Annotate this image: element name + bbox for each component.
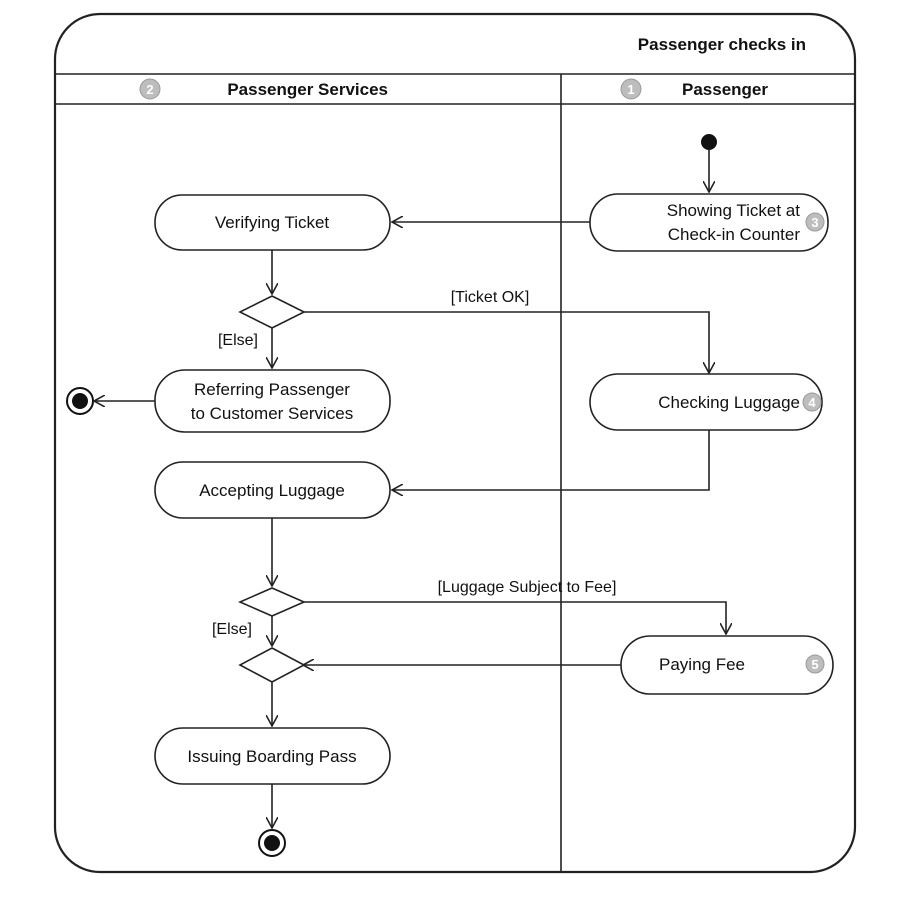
lane-badge-passenger-services-number: 2 (146, 82, 153, 97)
action-issuing-boarding-pass-label: Issuing Boarding Pass (187, 747, 356, 766)
merge-node (238, 647, 306, 683)
action-badge-paying-fee (805, 654, 825, 674)
action-checking-luggage (589, 373, 823, 431)
diagram-frame (53, 12, 857, 874)
decision-ticket-check (238, 295, 306, 329)
final-node-referral-core (72, 393, 88, 409)
guard-else-1: [Else] (218, 332, 258, 349)
guard-else-2: [Else] (212, 621, 252, 638)
action-showing-ticket-line2: Check-in Counter (668, 225, 801, 244)
initial-node (701, 134, 717, 150)
lane-badge-passenger (620, 78, 642, 100)
diagram-title: Passenger checks in (638, 35, 806, 54)
flow-luggage-fee (304, 601, 726, 634)
lane-badge-passenger-number: 1 (627, 82, 634, 97)
action-paying-fee-label: Paying Fee (659, 655, 745, 674)
action-badge-paying-fee-number: 5 (811, 657, 818, 672)
guard-ticket-ok: [Ticket OK] (451, 289, 530, 306)
action-badge-showing-ticket (805, 212, 825, 232)
action-badge-checking-luggage-number: 4 (808, 395, 816, 410)
action-accepting-luggage-label: Accepting Luggage (199, 481, 345, 500)
action-badge-showing-ticket-number: 3 (811, 215, 818, 230)
action-verifying-ticket-label: Verifying Ticket (215, 213, 330, 232)
guard-luggage-fee: [Luggage Subject to Fee] (438, 579, 617, 596)
final-node-complete-core (264, 835, 280, 851)
action-showing-ticket-line1: Showing Ticket at (667, 201, 801, 220)
action-referring-passenger-line1: Referring Passenger (194, 380, 350, 399)
lane-badge-passenger-services (139, 78, 161, 100)
lane-header-passenger: Passenger (682, 80, 768, 99)
flow-checking-to-accepting (392, 430, 710, 490)
lane-header-passenger-services: Passenger Services (227, 80, 388, 99)
action-checking-luggage-label: Checking Luggage (658, 393, 800, 412)
decision-luggage-fee (238, 587, 306, 617)
flow-ticket-ok (304, 311, 709, 373)
action-referring-passenger-line2: to Customer Services (191, 404, 354, 423)
action-badge-checking-luggage (802, 392, 822, 412)
